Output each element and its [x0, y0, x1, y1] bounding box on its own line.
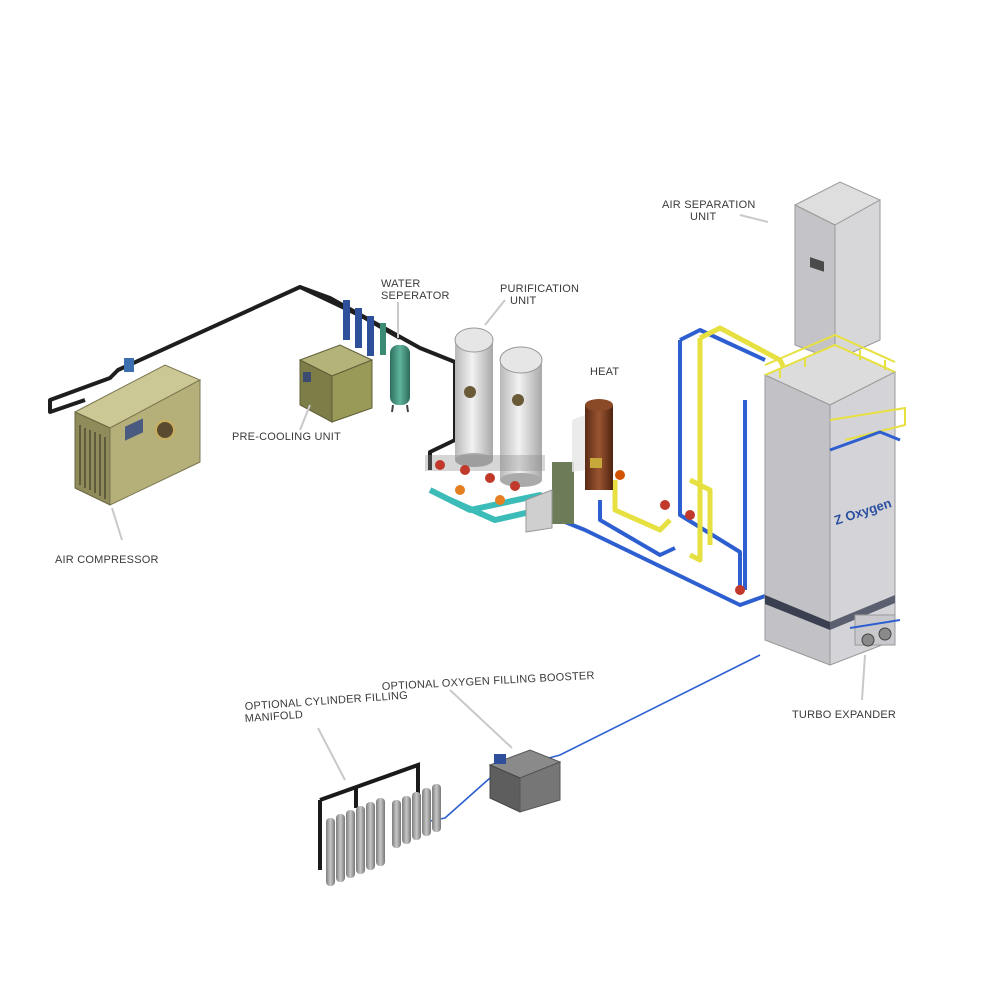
label-manifold-1: OPTIONAL CYLINDER FILLING	[244, 690, 408, 713]
label-leader-arrows	[111, 214, 866, 781]
label-water-separator-1: WATER	[381, 278, 421, 290]
turbo-expander	[849, 614, 901, 647]
label-air-compressor: AIR COMPRESSOR	[55, 554, 159, 566]
precooler-panel	[303, 372, 311, 382]
compressor-top-valve	[124, 358, 134, 372]
compressor-vent-grille	[79, 425, 106, 499]
regeneration-skid	[525, 462, 574, 533]
label-turbo-expander: TURBO EXPANDER	[792, 709, 896, 721]
yellow-pipe	[612, 325, 793, 563]
air-separation-tower: Z Oxygen	[763, 181, 906, 666]
blue-pipe	[559, 328, 766, 607]
tower-base-band	[765, 595, 830, 630]
label-water-separator-2: SEPERATOR	[381, 290, 450, 302]
label-air-separation-2: UNIT	[690, 211, 717, 223]
label-oxygen-booster: OPTIONAL OXYGEN FILLING BOOSTER	[382, 670, 595, 693]
label-purification-1: PURIFICATION	[500, 283, 579, 295]
air-compressor	[73, 358, 202, 506]
process-valves	[615, 470, 745, 595]
compressor-logo	[155, 420, 175, 440]
cylinder-rack-right	[392, 784, 441, 848]
label-heat: HEAT	[590, 366, 619, 378]
oxygen-filling-booster	[488, 749, 562, 813]
pre-cooling-unit	[298, 344, 374, 423]
adsorber-vessel-left	[454, 327, 494, 467]
heater-unit	[572, 399, 613, 490]
water-separator	[390, 345, 410, 413]
label-purification-2: UNIT	[510, 295, 537, 307]
manifold-frame	[318, 762, 420, 870]
label-pre-cooling-unit: PRE-COOLING UNIT	[232, 431, 341, 443]
compressor-control-panel	[125, 418, 143, 441]
cylinder-rack-left	[326, 798, 385, 886]
label-air-separation-1: AIR SEPARATION	[662, 199, 755, 211]
label-manifold-2: MANIFOLD	[244, 709, 303, 725]
tower-blue-header	[829, 430, 901, 452]
cylinder-filling-manifold	[318, 762, 441, 886]
inline-filters	[343, 300, 386, 356]
tower-hatch	[810, 257, 824, 272]
purification-unit	[425, 327, 574, 533]
purification-valve-rack	[425, 455, 545, 505]
adsorber-vessel-right	[499, 346, 543, 487]
